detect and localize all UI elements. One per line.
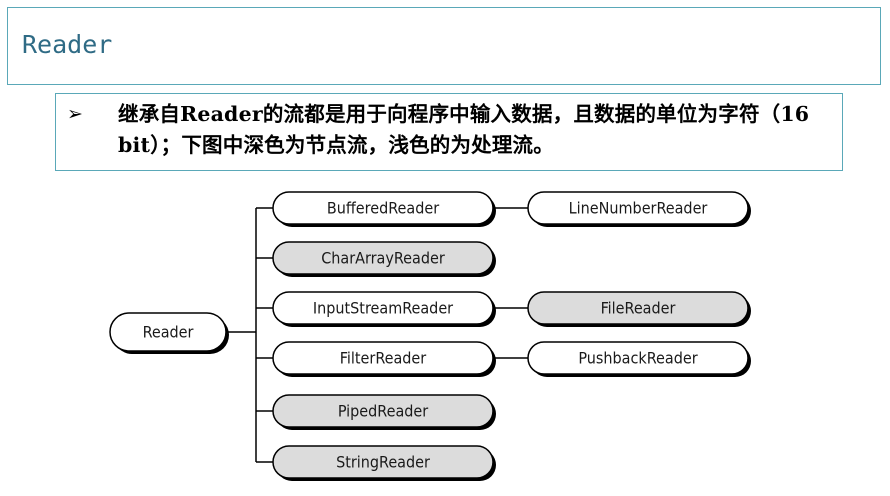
input-stream-reader-node: [272, 291, 494, 325]
line-number-reader-node: [527, 191, 749, 225]
piped-reader-node: [272, 394, 494, 428]
reader-label: Reader: [143, 323, 194, 342]
pushback-reader-node: [527, 341, 749, 375]
buffered-reader-label: BufferedReader: [327, 199, 439, 218]
string-reader-label: StringReader: [336, 453, 430, 472]
reader-node: [109, 312, 227, 352]
pushback-reader-label: PushbackReader: [578, 349, 697, 368]
note-text: 继承自Reader的流都是用于向程序中输入数据，且数据的单位为字符（16 bit…: [118, 102, 810, 157]
file-reader-node: [527, 291, 749, 325]
arrow-bullet-icon: ➢: [67, 103, 83, 125]
filter-reader-node: [272, 341, 494, 375]
file-reader-label: FileReader: [601, 299, 676, 318]
filter-reader-label: FilterReader: [340, 349, 426, 368]
title-box: Reader: [7, 7, 881, 85]
char-array-reader-label: CharArrayReader: [321, 249, 445, 268]
piped-reader-label: PipedReader: [338, 402, 428, 421]
string-reader-node: [272, 445, 494, 479]
char-array-reader-node: [272, 241, 494, 275]
slide-title: Reader: [22, 30, 113, 59]
buffered-reader-node: [272, 191, 494, 225]
line-number-reader-label: LineNumberReader: [569, 199, 708, 218]
input-stream-reader-label: InputStreamReader: [313, 299, 453, 318]
note-box: ➢ 继承自Reader的流都是用于向程序中输入数据，且数据的单位为字符（16 b…: [55, 93, 843, 171]
